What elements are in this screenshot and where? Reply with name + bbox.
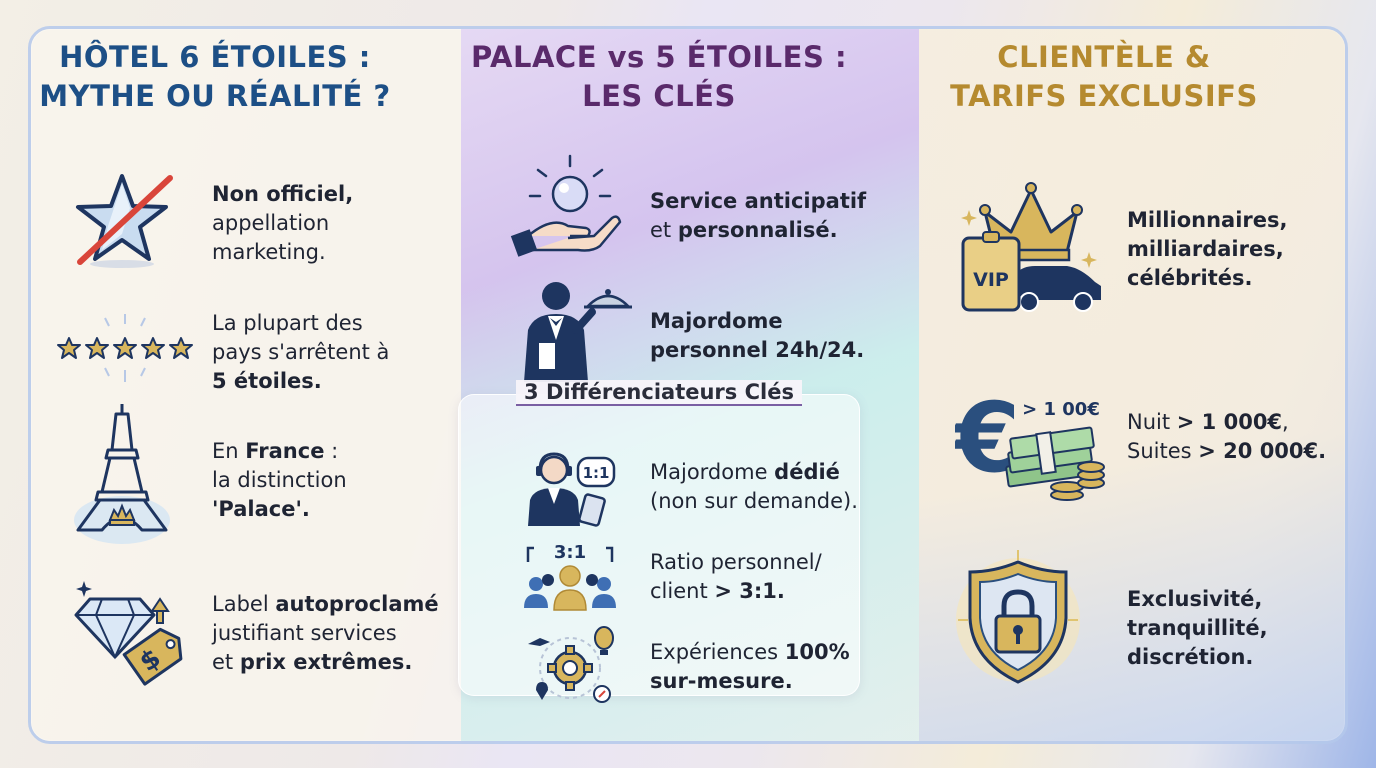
euro-money-icon: € > 1 00€	[955, 385, 1105, 501]
text-fragment: la distinction	[212, 468, 347, 492]
middle-item-1-text: Service anticipatif et personnalisé.	[650, 187, 866, 245]
vip-label: VIP	[973, 269, 1009, 291]
text-fragment: marketing.	[212, 240, 326, 264]
text-fragment: Suites	[1127, 439, 1199, 463]
text-fragment: personnalisé.	[677, 218, 838, 242]
text-fragment: justifiant services	[212, 621, 397, 645]
text-fragment: > 1 000€	[1176, 410, 1283, 434]
diff-item-2-text: Ratio personnel/client > 3:1.	[650, 548, 822, 606]
staff-ratio-icon: 3:1	[524, 542, 616, 611]
custom-experiences-icon	[528, 626, 614, 703]
text-fragment: célébrités.	[1127, 266, 1253, 290]
text-fragment: prix extrêmes.	[239, 650, 413, 674]
text-fragment: Non officiel,	[212, 182, 354, 206]
text-fragment: Millionnaires,	[1127, 208, 1288, 232]
right-title: CLIENTÈLE & TARIFS EXCLUSIFS	[888, 38, 1320, 116]
differentiators-title: 3 Différenciateurs Clés	[458, 380, 860, 406]
text-fragment: La plupart des	[212, 311, 363, 335]
diamond-price-tag-icon: $	[74, 581, 183, 686]
middle-title-line2: LES CLÉS	[582, 79, 736, 113]
hand-crystal-ball-icon	[510, 154, 622, 257]
text-fragment: 100%	[784, 640, 850, 664]
ratio-3-1-label: 3:1	[554, 542, 586, 563]
right-item-2-text: Nuit > 1 000€, Suites > 20 000€.	[1127, 408, 1326, 466]
text-fragment: discrétion.	[1127, 645, 1254, 669]
text-fragment: appellation	[212, 211, 330, 235]
text-fragment: Nuit	[1127, 410, 1177, 434]
text-fragment: tranquillité,	[1127, 616, 1268, 640]
diff-item-3-text: Expériences 100% sur-mesure.	[650, 638, 850, 696]
crossed-star-icon	[76, 174, 173, 268]
text-fragment: Exclusivité,	[1127, 587, 1263, 611]
middle-item-2-text: Majordome personnel 24h/24.	[650, 307, 864, 365]
text-fragment: 5 étoiles.	[212, 369, 322, 393]
ratio-1-1-label: 1:1	[583, 464, 610, 482]
text-fragment: :	[324, 439, 339, 463]
right-title-line1: CLIENTÈLE &	[997, 40, 1211, 74]
text-fragment: Label	[212, 592, 276, 616]
text-fragment: En	[212, 439, 246, 463]
left-title-line1: HÔTEL 6 ÉTOILES :	[59, 40, 371, 74]
text-fragment: (non sur demande).	[650, 489, 858, 513]
butler-icon	[524, 282, 632, 382]
text-fragment: France	[245, 439, 325, 463]
differentiators-title-label: 3 Différenciateurs Clés	[516, 380, 802, 406]
text-fragment: et	[650, 218, 678, 242]
text-fragment: > 3:1.	[714, 579, 785, 603]
text-fragment: Service anticipatif	[650, 189, 867, 213]
text-fragment: > 20 000€.	[1198, 439, 1327, 463]
text-fragment: sur-mesure.	[650, 669, 793, 693]
text-fragment: Majordome	[650, 309, 783, 333]
differentiators-box	[458, 394, 860, 696]
five-stars-icon	[57, 314, 193, 382]
left-title-line2: MYTHE OU RÉALITÉ ?	[39, 79, 391, 113]
text-fragment: client	[650, 579, 715, 603]
right-item-1-text: Millionnaires, milliardaires, célébrités.	[1127, 206, 1287, 293]
text-fragment: pays s'arrêtent à	[212, 340, 390, 364]
eiffel-tower-icon	[74, 404, 170, 544]
middle-title-line1: PALACE vs 5 ÉTOILES :	[470, 40, 848, 74]
text-fragment: autoproclamé	[275, 592, 439, 616]
text-fragment: personnel 24h/24.	[650, 338, 865, 362]
diff-item-1-text: Majordome dédié (non sur demande).	[650, 458, 858, 516]
right-title-line2: TARIFS EXCLUSIFS	[950, 79, 1258, 113]
text-fragment: 'Palace'.	[212, 497, 310, 521]
price-label: > 1 00€	[1022, 399, 1100, 420]
text-fragment: et	[212, 650, 240, 674]
right-item-3-text: Exclusivité, tranquillité, discrétion.	[1127, 585, 1268, 672]
text-fragment: milliardaires,	[1127, 237, 1284, 261]
text-fragment: Majordome	[650, 460, 775, 484]
left-item-1-text: Non officiel, appellation marketing.	[212, 180, 353, 267]
shield-lock-icon	[956, 550, 1080, 684]
crown-vip-car-icon: VIP	[961, 182, 1101, 312]
text-fragment: Expériences	[650, 640, 785, 664]
text-fragment: Ratio personnel/	[650, 550, 822, 574]
text-fragment: ,	[1282, 410, 1289, 434]
left-item-2-text: La plupart des pays s'arrêtent à 5 étoiles…	[212, 309, 389, 396]
middle-title: PALACE vs 5 ÉTOILES : LES CLÉS	[430, 38, 888, 116]
text-fragment: dédié	[774, 460, 840, 484]
left-title: HÔTEL 6 ÉTOILES : MYTHE OU RÉALITÉ ?	[0, 38, 430, 116]
dedicated-butler-icon: 1:1	[528, 452, 616, 527]
left-item-3-text: En France : la distinction 'Palace'.	[212, 437, 347, 524]
